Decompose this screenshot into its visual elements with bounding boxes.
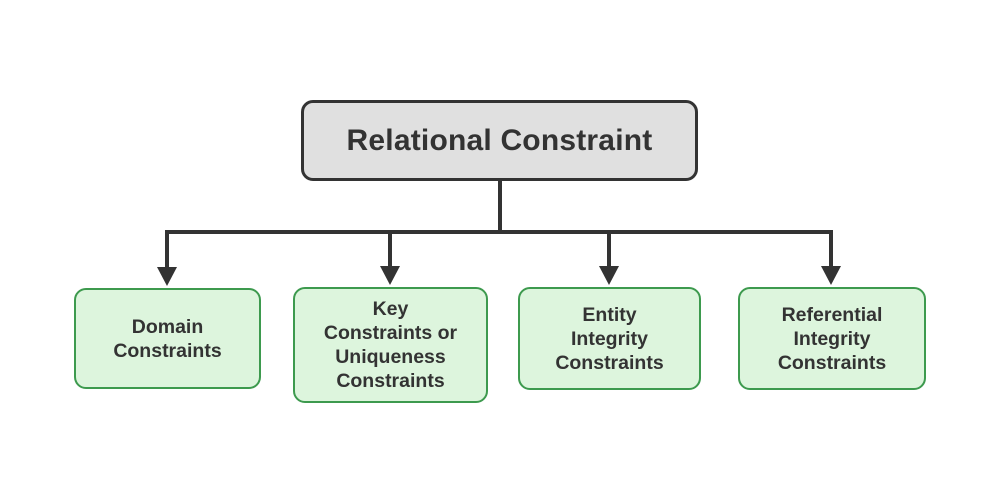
arrowhead-1 <box>380 266 400 285</box>
node-key-constraints-or-uniqueness-constraints[interactable]: Key Constraints or Uniqueness Constraint… <box>293 287 488 403</box>
node-referential-integrity-constraints[interactable]: Referential Integrity Constraints <box>738 287 926 390</box>
node-entity-integrity-constraints[interactable]: Entity Integrity Constraints <box>518 287 701 390</box>
arrowhead-0 <box>157 267 177 286</box>
node-domain-constraints[interactable]: Domain Constraints <box>74 288 261 389</box>
node-child-0-label: Domain Constraints <box>113 315 222 362</box>
arrowhead-2 <box>599 266 619 285</box>
node-child-2-label: Entity Integrity Constraints <box>555 303 664 374</box>
arrowhead-3 <box>821 266 841 285</box>
node-child-1-label: Key Constraints or Uniqueness Constraint… <box>323 298 458 392</box>
node-relational-constraint[interactable]: Relational Constraint <box>301 100 698 181</box>
node-child-3-label: Referential Integrity Constraints <box>777 303 887 374</box>
node-root-label: Relational Constraint <box>346 123 653 157</box>
